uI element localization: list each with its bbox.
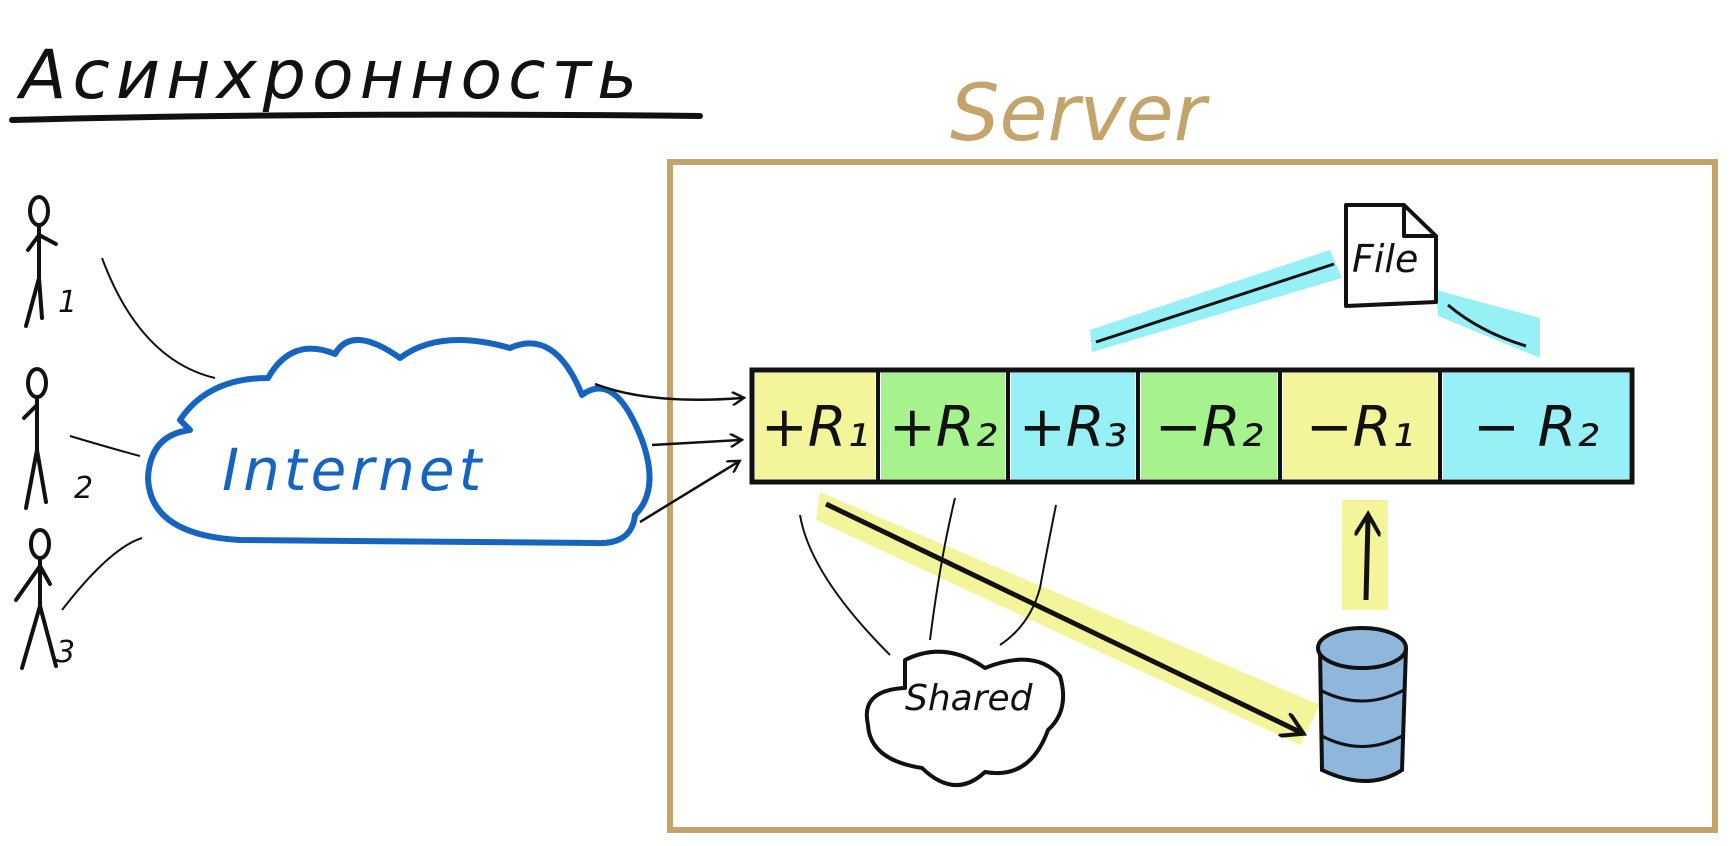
file-link-left [1095,262,1335,344]
internet-cloud: Internet [145,337,653,547]
file-link-right-highlight [1436,290,1540,358]
arrow-icon [639,462,738,524]
person-icon [24,195,58,328]
queue-cell: +R₁ [755,373,875,479]
arrow-icon [594,382,742,400]
user-1: 1 [24,195,77,328]
user-number: 2 [74,471,93,506]
queue-cell-fill [1011,373,1135,479]
queue-cell-label: −R₂ [1155,395,1263,460]
internet-label: Internet [222,436,485,504]
queue-cell-label: +R₃ [1019,395,1127,460]
database-band [1319,733,1405,748]
queue-cell-label: −R₁ [1306,395,1414,460]
queue-cell-fill [1443,373,1629,479]
user-2: 2 [22,367,93,510]
shared-links [799,497,1057,656]
incoming-arrows [594,382,742,524]
title-underline [9,111,703,123]
queue-cell-label: +R₂ [889,395,997,460]
database-icon [1318,647,1408,783]
queue-cell-fill [1141,373,1277,479]
file-icon [1344,203,1438,308]
queue-cell-label: +R₁ [761,395,869,460]
request-queue: +R₁ +R₂ +R₃ −R₂ −R₁ − R₂ [749,367,1635,485]
file-link-right [1447,303,1527,348]
database [1316,500,1408,783]
queue-outline [749,367,1635,485]
queue-cell: − R₂ [1443,373,1629,479]
server-label: Server [950,69,1211,159]
file-label: File [1352,237,1418,281]
cloud-icon [864,649,1065,788]
person-icon [14,528,58,670]
database-top [1316,626,1408,670]
arrow-icon [1366,518,1368,601]
server-box [667,159,1718,833]
shared-label: Shared [905,678,1034,719]
user-3: 3 [14,528,75,670]
queue-cell: −R₁ [1283,373,1437,479]
page-title: Асинхронность [16,36,643,115]
database-band [1319,688,1405,703]
person-icon [22,367,48,510]
user-connectors [61,257,216,611]
file-group: File [1090,203,1540,358]
queue-cell-label: − R₂ [1473,395,1599,460]
arrow-icon [651,440,740,445]
user-number: 1 [58,285,77,320]
queue-cell-fill [755,373,875,479]
queue-cell: +R₂ [881,373,1005,479]
arrow-icon [824,501,1300,732]
user-number: 3 [56,635,75,670]
file-link-left-highlight [1090,250,1342,352]
title-group: Асинхронность [9,36,703,123]
queue-cell: −R₂ [1141,373,1277,479]
queue-cell: +R₃ [1011,373,1135,479]
cloud-icon [145,337,653,547]
queue-cell-fill [1283,373,1437,479]
queue-cell-fill [881,373,1005,479]
shared-group: Shared [799,497,1065,788]
